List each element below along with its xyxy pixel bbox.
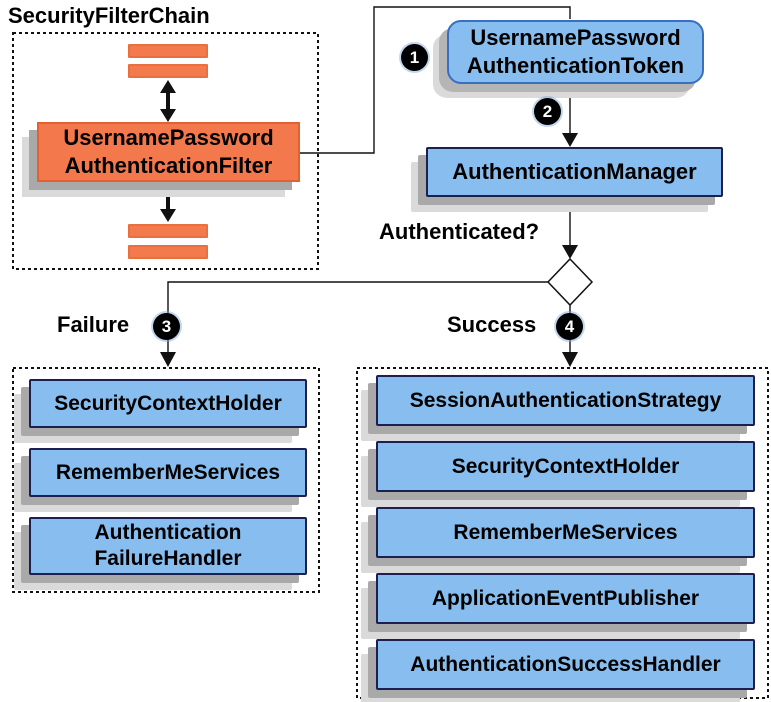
arrowhead-to-diamond [562,245,578,259]
failure-branch-label: Failure [57,312,130,337]
username-password-authentication-token-node: UsernamePassword AuthenticationToken [447,20,704,84]
success-item-application-event-publisher: ApplicationEventPublisher [376,573,755,624]
failure-item-authentication-failure-handler: Authentication FailureHandler [29,517,307,575]
diagram-title: SecurityFilterChain [8,3,210,28]
failure-item-security-context-holder: SecurityContextHolder [29,379,307,428]
double-arrow-bottom-up-head [160,184,176,197]
double-arrow-top-down-head [160,109,176,122]
filter-stack-bar [128,245,208,259]
success-item-session-authentication-strategy: SessionAuthenticationStrategy [376,375,755,426]
arrowhead-to-success-group [562,352,578,367]
decision-diamond [546,257,594,307]
step-1-badge: 1 [401,44,428,71]
filter-stack-bar [128,64,208,78]
success-item-remember-me-services: RememberMeServices [376,507,755,558]
connector-filter-to-token [300,6,571,154]
securityfilterchain-dashed-border [12,32,319,270]
failure-group-dashed-border [12,367,320,593]
step-3-badge: 3 [153,313,180,340]
step-4-badge: 4 [556,313,583,340]
step-2-badge: 2 [534,98,561,125]
failure-item-remember-me-services: RememberMeServices [29,448,307,497]
decision-question-label: Authenticated? [379,219,540,244]
success-branch-label: Success [447,312,537,337]
filter-stack-bar [128,224,208,238]
authentication-manager-node: AuthenticationManager [426,147,723,197]
filter-stack-bar [128,44,208,58]
success-item-authentication-success-handler: AuthenticationSuccessHandler [376,639,755,690]
success-item-security-context-holder: SecurityContextHolder [376,441,755,492]
success-group-dashed-border [356,367,769,699]
arrowhead-to-failure-group [160,352,176,367]
arrowhead-to-manager [562,133,578,147]
username-password-authentication-filter-node: UsernamePassword AuthenticationFilter [37,122,300,182]
double-arrow-top-up-head [160,80,176,93]
double-arrow-bottom-down-head [160,209,176,222]
